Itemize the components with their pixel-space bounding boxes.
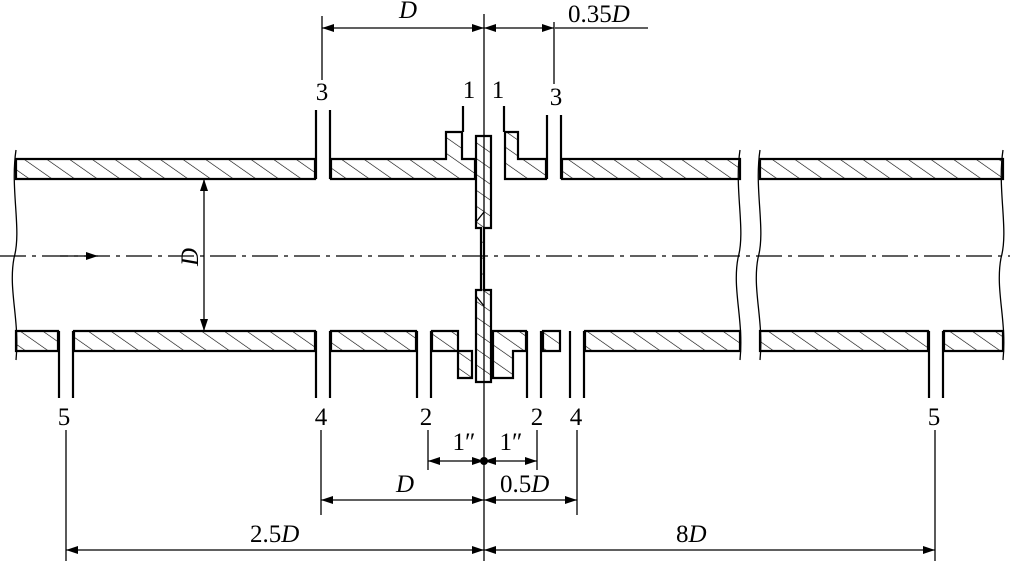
pipe-break-lines	[11, 149, 1005, 361]
dimension-lines	[66, 24, 935, 554]
dim-label-long-upstream: 2.5D	[250, 521, 299, 548]
dim-label-long-downstream: 8D	[676, 521, 707, 548]
tap-label-bottom-left-2: 2	[420, 404, 433, 431]
upper-pipe-wall	[14, 130, 1005, 181]
tap-label-bottom-right-4: 4	[570, 404, 583, 431]
dim-label-bottom-upstream-d: D	[395, 471, 414, 498]
tap-label-bottom-right-5: 5	[928, 404, 941, 431]
tap-label-top-right-1: 1	[492, 77, 505, 104]
dim-label-inch-left: 1″	[453, 429, 476, 456]
tap-label-bottom-left-5: 5	[58, 404, 71, 431]
tap-label-bottom-right-2: 2	[531, 404, 544, 431]
tap-label-top-left-3: 3	[316, 79, 329, 106]
dim-label-diameter: D	[177, 248, 204, 267]
tap-labels: 3 1 1 3 5 4 2 2 4 5	[58, 77, 941, 431]
dimension-labels: D 0.35D D 1″ 1″ D 0.5D 2.5D 8D	[177, 0, 707, 548]
dim-label-bottom-downstream: 0.5D	[500, 471, 549, 498]
dim-label-inch-right: 1″	[500, 429, 523, 456]
tap-label-bottom-left-4: 4	[315, 404, 328, 431]
dim-label-top-upstream-d: D	[398, 0, 417, 24]
dim-label-top-downstream: 0.35D	[568, 1, 630, 28]
tap-label-top-left-1: 1	[463, 77, 476, 104]
lower-pipe-wall	[14, 329, 1005, 380]
tap-label-top-right-3: 3	[550, 84, 563, 111]
pressure-tap-stubs	[57, 106, 945, 398]
